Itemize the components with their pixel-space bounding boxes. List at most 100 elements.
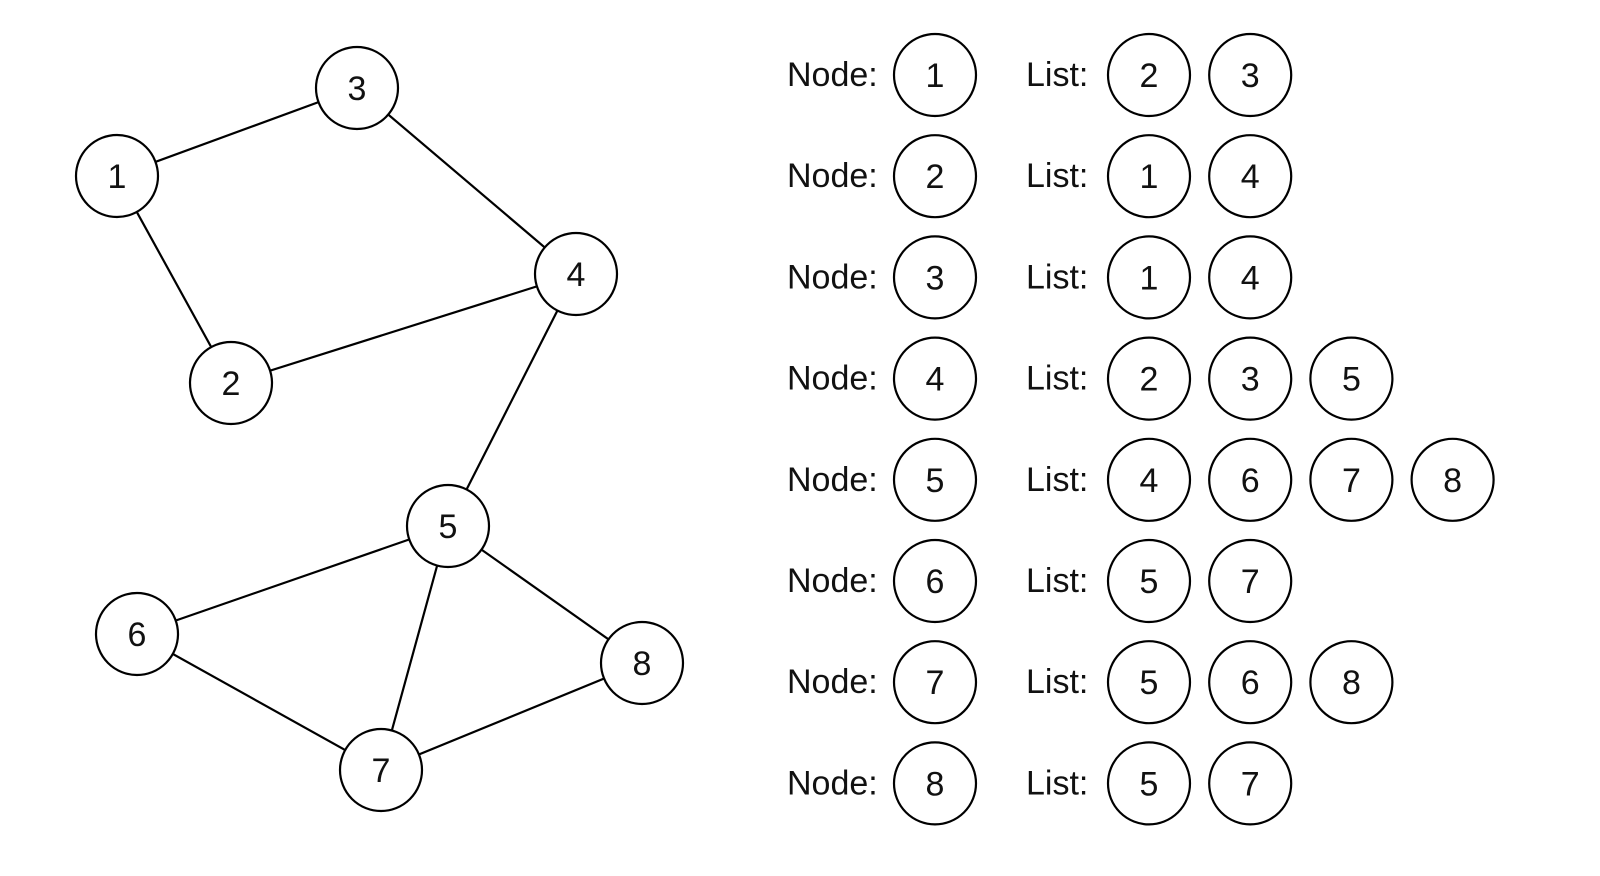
adjacency-neighbor-5-4: 4 [1106, 437, 1192, 522]
list-label: List: [1026, 360, 1088, 398]
node-label: Node: [787, 663, 878, 701]
adjacency-node-6: 6 [892, 538, 978, 624]
adjacency-neighbor-6-7-circle [1208, 538, 1293, 624]
adjacency-neighbor-4-3: 3 [1208, 336, 1293, 421]
adjacency-node-1-circle [892, 32, 978, 118]
graph-node-3: 3 [314, 45, 400, 131]
adjacency-neighbor-4-2-circle [1106, 336, 1192, 421]
node-label: Node: [787, 258, 878, 296]
graph-node-6-circle [94, 591, 180, 677]
adjacency-neighbor-7-8: 8 [1309, 640, 1394, 725]
adjacency-neighbor-6-5-circle [1106, 538, 1192, 624]
adjacency-node-3: 3 [892, 235, 978, 320]
adjacency-neighbor-2-4-circle [1208, 134, 1293, 219]
adjacency-neighbor-8-5: 5 [1106, 741, 1192, 826]
adjacency-neighbor-4-2-label: 2 [1140, 361, 1159, 399]
graph-node-4-circle [533, 231, 619, 317]
adjacency-neighbor-1-2: 2 [1106, 32, 1192, 118]
adjacency-neighbor-7-8-circle [1309, 640, 1394, 725]
adjacency-node-7: 7 [892, 640, 978, 725]
adjacency-neighbor-5-4-circle [1106, 437, 1192, 522]
node-label: Node: [787, 360, 878, 398]
graph-node-6-label: 6 [128, 616, 147, 654]
graph-node-2-label: 2 [222, 365, 241, 403]
adjacency-neighbor-4-5-label: 5 [1342, 361, 1361, 399]
adjacency-node-1-label: 1 [926, 57, 945, 95]
adjacency-neighbor-3-4: 4 [1208, 235, 1293, 320]
adjacency-neighbor-2-4: 4 [1208, 134, 1293, 219]
graph-node-7-label: 7 [372, 752, 391, 790]
adjacency-neighbor-4-2: 2 [1106, 336, 1192, 421]
adjacency-neighbor-1-2-circle [1106, 32, 1192, 118]
adjacency-neighbor-1-2-label: 2 [1140, 57, 1159, 95]
adjacency-neighbor-5-8-circle [1410, 437, 1495, 522]
adjacency-neighbor-7-5-circle [1106, 640, 1192, 725]
adjacency-neighbor-6-7-label: 7 [1241, 563, 1260, 601]
list-label: List: [1026, 764, 1088, 802]
graph-node-4: 4 [533, 231, 619, 317]
adjacency-neighbor-7-5: 5 [1106, 640, 1192, 725]
adjacency-neighbor-8-7-circle [1208, 741, 1293, 826]
adjacency-neighbor-8-5-label: 5 [1140, 765, 1159, 803]
graph-node-8-circle [599, 620, 685, 706]
adjacency-neighbor-8-7: 7 [1208, 741, 1293, 826]
adjacency-neighbor-5-6: 6 [1208, 437, 1293, 522]
adjacency-neighbor-3-4-circle [1208, 235, 1293, 320]
adjacency-node-2-label: 2 [926, 158, 945, 196]
adjacency-neighbor-5-8: 8 [1410, 437, 1495, 522]
adjacency-neighbor-5-7-circle [1309, 437, 1394, 522]
edge-2-4 [230, 272, 577, 385]
adjacency-node-4: 4 [892, 336, 978, 421]
adjacency-neighbor-1-3: 3 [1208, 32, 1293, 118]
adjacency-neighbor-7-6: 6 [1208, 640, 1293, 725]
node-label: Node: [787, 56, 878, 94]
adjacency-neighbor-1-3-label: 3 [1241, 57, 1260, 95]
adjacency-node-7-circle [892, 640, 978, 725]
adjacency-neighbor-3-1-label: 1 [1140, 259, 1159, 297]
list-label: List: [1026, 663, 1088, 701]
adjacency-neighbor-5-7: 7 [1309, 437, 1394, 522]
graph-node-3-circle [314, 45, 400, 131]
adjacency-neighbor-5-4-label: 4 [1140, 462, 1159, 500]
adjacency-node-6-circle [892, 538, 978, 624]
edge-6-7 [136, 633, 382, 771]
list-label: List: [1026, 461, 1088, 499]
adjacency-neighbor-2-1-label: 1 [1140, 158, 1159, 196]
adjacency-node-7-label: 7 [926, 664, 945, 702]
edge-1-3 [116, 86, 358, 178]
adjacency-node-6-label: 6 [926, 563, 945, 601]
graph-node-6: 6 [94, 591, 180, 677]
adjacency-row-4: Node: 4 List: 2 3 5 [787, 336, 1394, 421]
adjacency-row-1: Node: 1 List: 2 3 [787, 32, 1293, 118]
list-label: List: [1026, 56, 1088, 94]
adjacency-neighbor-7-8-label: 8 [1342, 664, 1361, 702]
graph-node-5: 5 [405, 483, 491, 569]
adjacency-neighbor-6-5: 5 [1106, 538, 1192, 624]
adjacency-node-4-circle [892, 336, 978, 421]
adjacency-neighbor-4-3-label: 3 [1241, 361, 1260, 399]
adjacency-node-3-circle [892, 235, 978, 320]
adjacency-neighbor-2-1-circle [1106, 134, 1192, 219]
adjacency-neighbor-4-3-circle [1208, 336, 1293, 421]
list-label: List: [1026, 562, 1088, 600]
adjacency-neighbor-7-6-circle [1208, 640, 1293, 725]
adjacency-neighbor-8-5-circle [1106, 741, 1192, 826]
edge-5-7 [379, 525, 450, 771]
node-label: Node: [787, 461, 878, 499]
node-label: Node: [787, 157, 878, 195]
adjacency-node-3-label: 3 [926, 259, 945, 297]
graph-node-1-circle [74, 133, 160, 219]
adjacency-neighbor-5-8-label: 8 [1443, 462, 1462, 500]
graph-node-5-label: 5 [439, 508, 458, 546]
adjacency-neighbor-4-5: 5 [1309, 336, 1394, 421]
adjacency-node-5-label: 5 [926, 462, 945, 500]
